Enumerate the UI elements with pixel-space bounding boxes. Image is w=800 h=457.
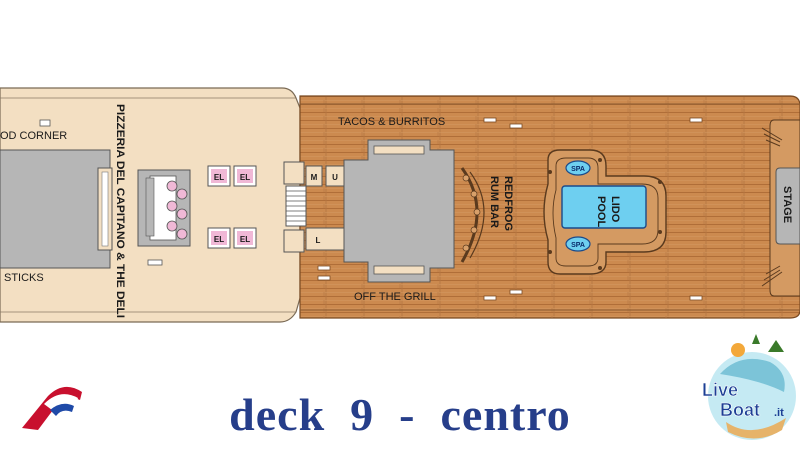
liveboat-suffix: .it [774,407,784,419]
restroom-code: L [316,236,321,245]
elevator-label: EL [214,173,224,182]
restroom-code: M [311,173,318,182]
food-court-block [0,149,111,269]
stage: STAGE [761,119,800,297]
lido-pool-label-1: LIDO [609,196,621,223]
elevator-label: EL [214,235,224,244]
elevator-label: EL [240,235,250,244]
liveboat-line2: Boat [720,400,760,420]
galley-block [343,139,455,283]
grill-label: OFF THE GRILL [354,291,436,303]
lido-pool-label-2: POOL [595,196,607,227]
spa-top-label: SPA [571,166,585,173]
stage-label: STAGE [781,186,793,223]
tacos-label: TACOS & BURRITOS [338,116,445,128]
liveboat-logo-icon: Live Boat .it [702,334,796,440]
elevator-label: EL [240,173,250,182]
lido-pool [561,185,647,229]
redfrog-label-1: REDFROG [502,176,514,231]
elevators: EL EL EL EL [207,165,257,249]
sticks-label: STICKS [4,272,44,284]
pizzeria-label: PIZZERIA DEL CAPITANO & THE DELI [114,104,126,318]
spa-bottom-label: SPA [571,242,585,249]
food-corner-label: OD CORNER [0,130,67,142]
stairwell: M U L [283,161,345,253]
spa-bottom [565,236,591,252]
page-title: deck 9 - centro [229,389,571,440]
lido-pool-area: SPA SPA LIDO POOL [543,149,667,275]
redfrog-label-2: RUM BAR [488,176,500,228]
stools [166,180,188,240]
restroom-code: U [332,173,338,182]
liveboat-line1: Live [702,380,738,400]
carnival-logo-icon [22,386,82,430]
spa-top [565,160,591,176]
